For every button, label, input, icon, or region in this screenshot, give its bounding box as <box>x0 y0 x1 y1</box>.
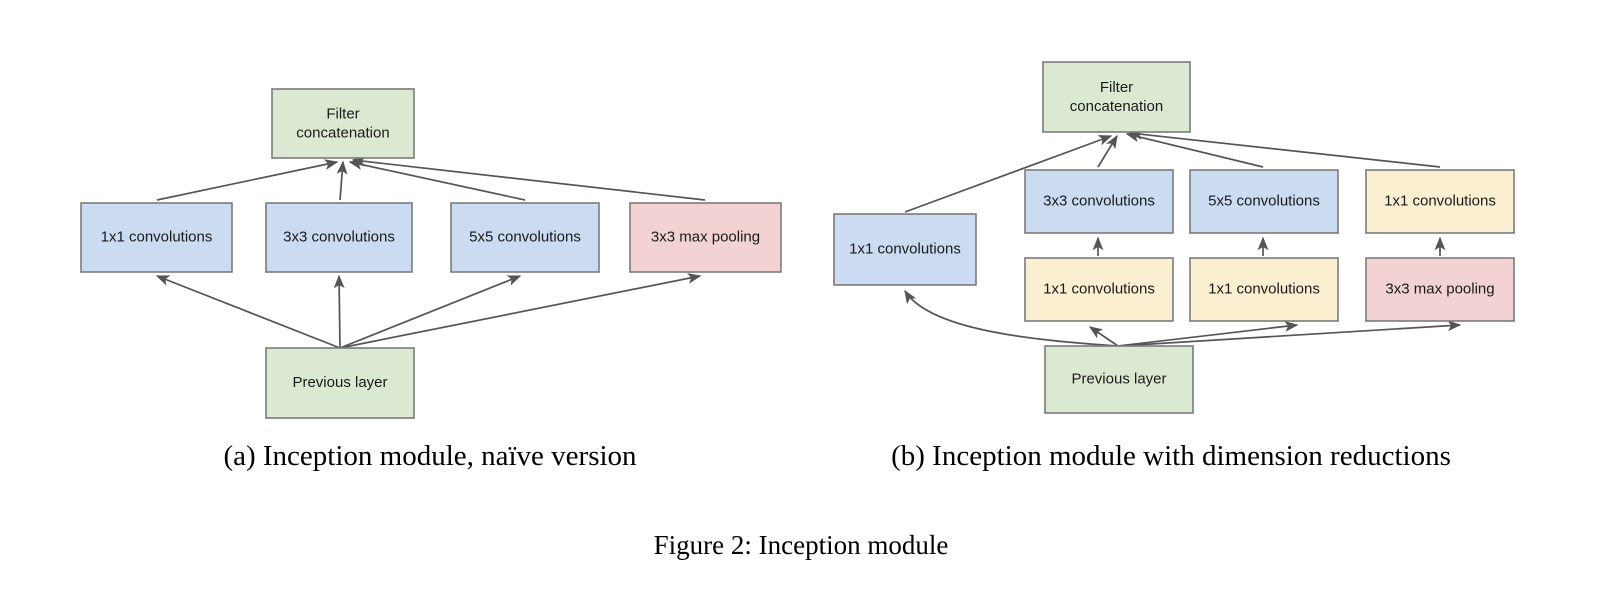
edge-conv5x5-to-concat <box>348 159 526 201</box>
b-previous-label: Previous layer <box>1071 370 1166 387</box>
panel-b-edges <box>904 128 1462 347</box>
b-filter-concat[interactable]: Filter concatenation <box>1042 61 1191 133</box>
edge-conv3x3-to-concat <box>336 160 348 201</box>
b-conv1x1-mid2[interactable]: 1x1 convolutions <box>1189 257 1339 322</box>
b-maxpool3x3-box[interactable] <box>1365 257 1515 322</box>
nodes-layer: Filter concatenation 1x1 convolutions 3x3 c… <box>80 61 1515 419</box>
b-conv3x3-box[interactable] <box>1024 169 1174 234</box>
b-conv1x1-mid1[interactable]: 1x1 convolutions <box>1024 257 1174 322</box>
a-previous-box[interactable] <box>265 347 415 419</box>
a-conv1x1[interactable]: 1x1 convolutions <box>80 202 233 273</box>
edge-b-conv1x1left-to-concat <box>904 135 1113 213</box>
edge-prev-to-maxpool <box>339 273 702 349</box>
edge-b-conv5x5-to-concat <box>1125 131 1264 168</box>
a-previous[interactable]: Previous layer <box>265 347 415 419</box>
a-filter-concat-label-line2: concatenation <box>296 124 389 141</box>
b-conv1x1-left[interactable]: 1x1 convolutions <box>833 213 977 286</box>
b-conv1x1-left-box[interactable] <box>833 213 977 286</box>
panel-a-caption: (a) Inception module, naïve version <box>223 440 637 472</box>
a-filter-concat-box[interactable] <box>271 88 415 159</box>
panel-a-edges <box>155 155 706 349</box>
a-conv1x1-box[interactable] <box>80 202 233 273</box>
a-conv5x5-box[interactable] <box>450 202 600 273</box>
b-previous-box[interactable] <box>1044 345 1194 414</box>
a-conv5x5[interactable]: 5x5 convolutions <box>450 202 600 273</box>
a-maxpool3x3[interactable]: 3x3 max pooling <box>629 202 782 273</box>
b-conv1x1-left-label: 1x1 convolutions <box>849 240 961 257</box>
a-maxpool3x3-box[interactable] <box>629 202 782 273</box>
b-conv5x5-label: 5x5 convolutions <box>1208 192 1320 209</box>
a-conv3x3[interactable]: 3x3 convolutions <box>265 202 413 273</box>
b-conv5x5-box[interactable] <box>1189 169 1339 234</box>
b-conv1x1-mid1-box[interactable] <box>1024 257 1174 322</box>
panel-b-nodes: Filter concatenation 1x1 convolutions 3x3 c… <box>833 61 1515 414</box>
b-filter-concat-box[interactable] <box>1042 61 1191 133</box>
a-conv5x5-label: 5x5 convolutions <box>469 228 581 245</box>
b-filter-concat-label: Filter <box>1100 79 1133 96</box>
a-filter-concat-label: Filter <box>326 105 359 122</box>
edge-b-prev-to-maxpool <box>1117 320 1462 347</box>
edge-b-prev-to-conv1x1-left <box>904 289 1119 347</box>
b-maxpool3x3[interactable]: 3x3 max pooling <box>1365 257 1515 322</box>
panel-a-nodes: Filter concatenation 1x1 convolutions 3x3 c… <box>80 88 782 419</box>
b-previous[interactable]: Previous layer <box>1044 345 1194 414</box>
a-previous-label: Previous layer <box>292 374 387 391</box>
b-conv1x1-right-box[interactable] <box>1365 169 1515 234</box>
a-filter-concat[interactable]: Filter concatenation <box>271 88 415 159</box>
edge-b-conv1x1right-to-concat <box>1128 128 1441 168</box>
panel-b-caption: (b) Inception module with dimension redu… <box>891 440 1451 472</box>
edge-maxpool-to-concat <box>351 155 706 201</box>
b-conv3x3[interactable]: 3x3 convolutions <box>1024 169 1174 234</box>
b-conv5x5[interactable]: 5x5 convolutions <box>1189 169 1339 234</box>
a-conv1x1-label: 1x1 convolutions <box>101 228 213 245</box>
edge-b-prev-to-conv1x1-mid2 <box>1117 321 1299 347</box>
b-filter-concat-label-line2: concatenation <box>1070 98 1163 115</box>
edge-prev-to-conv5x5 <box>339 275 522 349</box>
edge-b-prev-to-conv1x1-mid1 <box>1088 326 1119 347</box>
b-conv1x1-right[interactable]: 1x1 convolutions <box>1365 169 1515 234</box>
b-conv1x1-mid2-box[interactable] <box>1189 257 1339 322</box>
b-conv1x1-right-label: 1x1 convolutions <box>1384 192 1496 209</box>
a-conv3x3-label: 3x3 convolutions <box>283 228 395 245</box>
figure-caption: Figure 2: Inception module <box>654 530 949 560</box>
b-conv1x1-mid1-label: 1x1 convolutions <box>1043 280 1155 297</box>
a-conv3x3-box[interactable] <box>265 202 413 273</box>
b-conv3x3-label: 3x3 convolutions <box>1043 192 1155 209</box>
b-maxpool3x3-label: 3x3 max pooling <box>1385 280 1494 297</box>
a-maxpool3x3-label: 3x3 max pooling <box>651 228 760 245</box>
edge-prev-to-conv1x1 <box>155 275 341 349</box>
edge-b-conv3x3-to-concat <box>1097 134 1118 168</box>
edge-prev-to-conv3x3 <box>333 274 345 349</box>
edge-conv1x1-to-concat <box>156 159 339 201</box>
b-conv1x1-mid2-label: 1x1 convolutions <box>1208 280 1320 297</box>
